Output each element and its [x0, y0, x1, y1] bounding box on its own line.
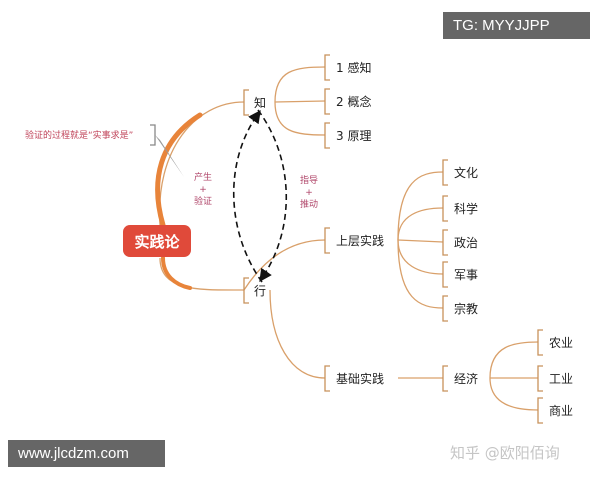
node-economy[interactable]: 经济 — [454, 371, 478, 386]
node-science[interactable]: 科学 — [454, 201, 478, 216]
node-yuanli[interactable]: 3 原理 — [336, 129, 371, 143]
note-pointer — [155, 135, 184, 177]
node-military[interactable]: 军事 — [454, 268, 478, 282]
note-bracket — [150, 124, 156, 146]
banner-top: TG: MYYJJPP — [443, 12, 590, 39]
rel-left-3: 验证 — [194, 195, 212, 207]
center-node[interactable]: 实践论 — [134, 233, 180, 251]
banner-bottom: www.jlcdzm.com — [8, 440, 165, 467]
node-upper-practice[interactable]: 上层实践 — [336, 233, 384, 248]
node-culture[interactable]: 文化 — [454, 165, 478, 180]
arrow-xing-to-zhi — [232, 110, 263, 283]
node-commerce[interactable]: 商业 — [549, 403, 573, 418]
node-base-practice[interactable]: 基础实践 — [336, 371, 384, 386]
node-zhi[interactable]: 知 — [254, 96, 266, 110]
node-agriculture[interactable]: 农业 — [549, 336, 573, 350]
trunk-down — [161, 256, 192, 290]
node-gainian[interactable]: 2 概念 — [336, 94, 371, 109]
rel-left-1: 产生 — [194, 171, 212, 183]
trunk-up — [155, 112, 203, 228]
center-node-box — [123, 225, 191, 257]
rel-right-2: + — [305, 188, 313, 198]
arrow-zhi-to-xing — [257, 109, 288, 282]
node-xing[interactable]: 行 — [254, 284, 266, 298]
node-politics[interactable]: 政治 — [454, 236, 478, 250]
brackets — [243, 54, 543, 424]
note-text: 验证的过程就是“实事求是” — [25, 129, 133, 141]
node-industry[interactable]: 工业 — [549, 372, 573, 386]
node-ganzhi[interactable]: 1 感知 — [336, 60, 371, 75]
watermark: 知乎 @欧阳佰询 — [450, 444, 560, 462]
branch-lines — [158, 66, 539, 411]
rel-left-2: + — [199, 185, 207, 195]
rel-right-1: 指导 — [300, 174, 318, 186]
node-religion[interactable]: 宗教 — [454, 301, 478, 316]
rel-right-3: 推动 — [300, 198, 318, 210]
